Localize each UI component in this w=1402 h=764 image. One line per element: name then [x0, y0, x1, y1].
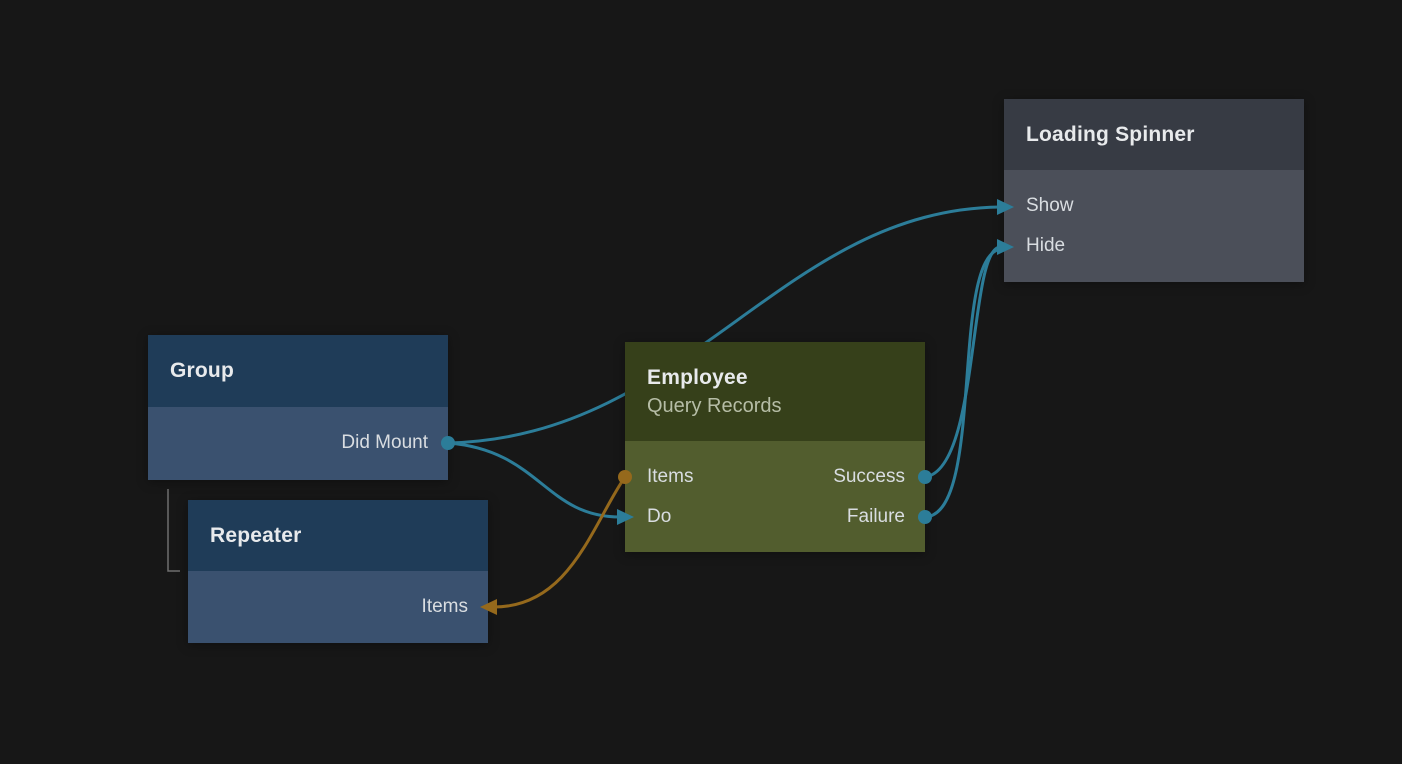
port-hide-label: Hide	[1026, 235, 1066, 256]
port-show-label: Show	[1026, 195, 1074, 216]
edge-items-items[interactable]	[492, 475, 627, 609]
port-row-do-failure: Do Failure	[625, 497, 925, 537]
node-group-title: Group	[170, 359, 234, 382]
edge-failure-hide[interactable]	[923, 247, 1002, 519]
edge-didmount-do[interactable]	[446, 441, 622, 519]
edge-success-hide[interactable]	[923, 245, 1002, 479]
port-success-label[interactable]: Success	[833, 466, 905, 487]
port-did-mount[interactable]: Did Mount	[148, 423, 448, 463]
hierarchy-connector	[167, 489, 180, 572]
node-loading-spinner-header[interactable]: Loading Spinner	[1004, 99, 1304, 170]
port-items-label[interactable]: Items	[647, 466, 694, 487]
port-did-mount-label: Did Mount	[341, 432, 428, 453]
port-row-items-success: Items Success	[625, 457, 925, 497]
port-failure-label[interactable]: Failure	[846, 506, 905, 527]
node-employee-header[interactable]: Employee Query Records	[625, 342, 925, 441]
node-employee-body: Items Success Do Failure	[625, 441, 925, 552]
node-group-body: Did Mount	[148, 407, 448, 480]
port-show[interactable]: Show	[1004, 186, 1304, 226]
edge-didmount-show[interactable]	[446, 205, 1002, 445]
node-loading-spinner-body: Show Hide	[1004, 170, 1304, 282]
port-repeater-items[interactable]: Items	[188, 587, 488, 627]
node-employee-title: Employee	[647, 365, 748, 389]
node-group-header[interactable]: Group	[148, 335, 448, 407]
node-repeater[interactable]: Repeater Items	[188, 500, 488, 643]
node-repeater-body: Items	[188, 571, 488, 643]
node-employee[interactable]: Employee Query Records Items Success Do …	[625, 342, 925, 552]
node-repeater-header[interactable]: Repeater	[188, 500, 488, 571]
node-loading-spinner[interactable]: Loading Spinner Show Hide	[1004, 99, 1304, 282]
node-group[interactable]: Group Did Mount	[148, 335, 448, 480]
port-repeater-items-label: Items	[421, 596, 468, 617]
node-repeater-title: Repeater	[210, 523, 302, 547]
node-employee-subtitle: Query Records	[647, 394, 782, 417]
port-hide[interactable]: Hide	[1004, 226, 1304, 266]
node-loading-spinner-title: Loading Spinner	[1026, 122, 1195, 146]
port-do-label[interactable]: Do	[647, 506, 672, 527]
